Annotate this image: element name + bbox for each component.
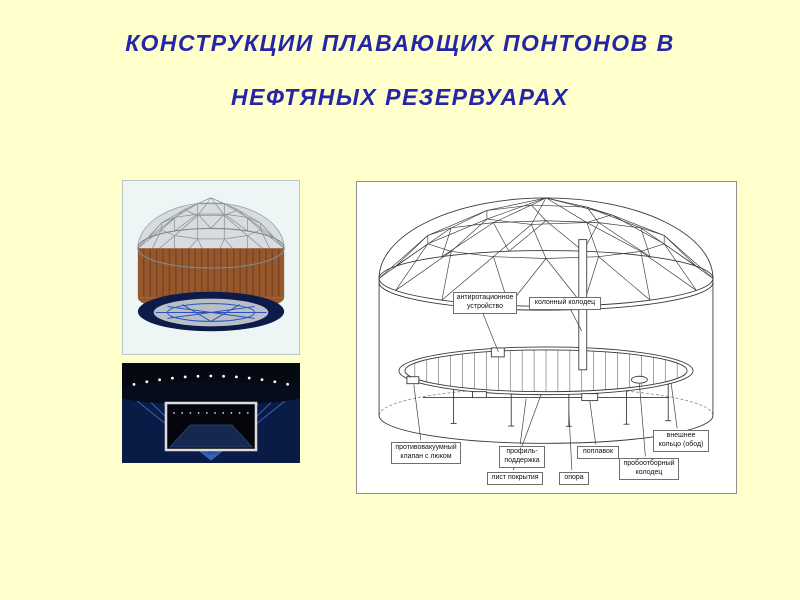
- diagram-label-support: опора: [559, 472, 589, 485]
- tank-3d-render-graphic: [137, 197, 285, 332]
- sampling-well-shape: [631, 375, 648, 384]
- pontoon-grid-lines: [155, 303, 267, 322]
- diagram-label-sampling-well: пробоотборный колодец: [619, 458, 679, 480]
- inset-photo-floor: [170, 425, 252, 447]
- tank-interior-photo-graphic: [122, 363, 300, 463]
- float-shape: [581, 393, 599, 402]
- dome-outline: [378, 197, 714, 279]
- slide-title: КОНСТРУКЦИИ ПЛАВАЮЩИХ ПОНТОНОВ В НЕФТЯНЫ…: [0, 30, 800, 111]
- diagram-label-float: поплавок: [577, 446, 619, 459]
- rim-lights: [132, 374, 289, 386]
- float-shape-2: [472, 391, 487, 399]
- anti-rotation-device-shape: [490, 347, 505, 358]
- diagram-label-anti-rotation-device: антиротационное устройство: [453, 292, 517, 314]
- inset-ceiling-lights: [173, 412, 249, 414]
- deck-sheets-hatch: [414, 349, 678, 392]
- tank-bottom: [378, 415, 714, 444]
- dome-base-ring: [137, 227, 285, 269]
- slide-title-line-2: НЕФТЯНЫХ РЕЗЕРВУАРАХ: [231, 84, 569, 110]
- diagram-label-outer-ring: внешнее кольцо (обод): [653, 430, 709, 452]
- tank-wall: [137, 248, 285, 298]
- outer-ring-shape: [404, 349, 688, 393]
- tank-interior-photo: [122, 363, 300, 463]
- diagram-label-cover-sheet: лист покрытия: [487, 472, 543, 485]
- support-legs: [450, 384, 672, 427]
- tank-wall-planks: [143, 249, 280, 297]
- diagram-label-anti-vacuum-valve: противовакуумный клапан с люком: [391, 442, 461, 464]
- diagram-label-profile-support: профиль- поддержка: [499, 446, 545, 468]
- label-leader-lines: [413, 308, 678, 471]
- pontoon-diagram-panel: антиротационное устройство колонный коло…: [356, 181, 737, 494]
- vacuum-valve-shape: [406, 376, 420, 385]
- dome-mesh: [378, 197, 714, 306]
- slide-title-line-1: КОНСТРУКЦИИ ПЛАВАЮЩИХ ПОНТОНОВ В: [125, 30, 675, 56]
- pontoon-diagram-drawing: [378, 197, 714, 471]
- diagram-label-column-well: колонный колодец: [529, 297, 601, 310]
- tank-3d-render-image: [122, 180, 300, 355]
